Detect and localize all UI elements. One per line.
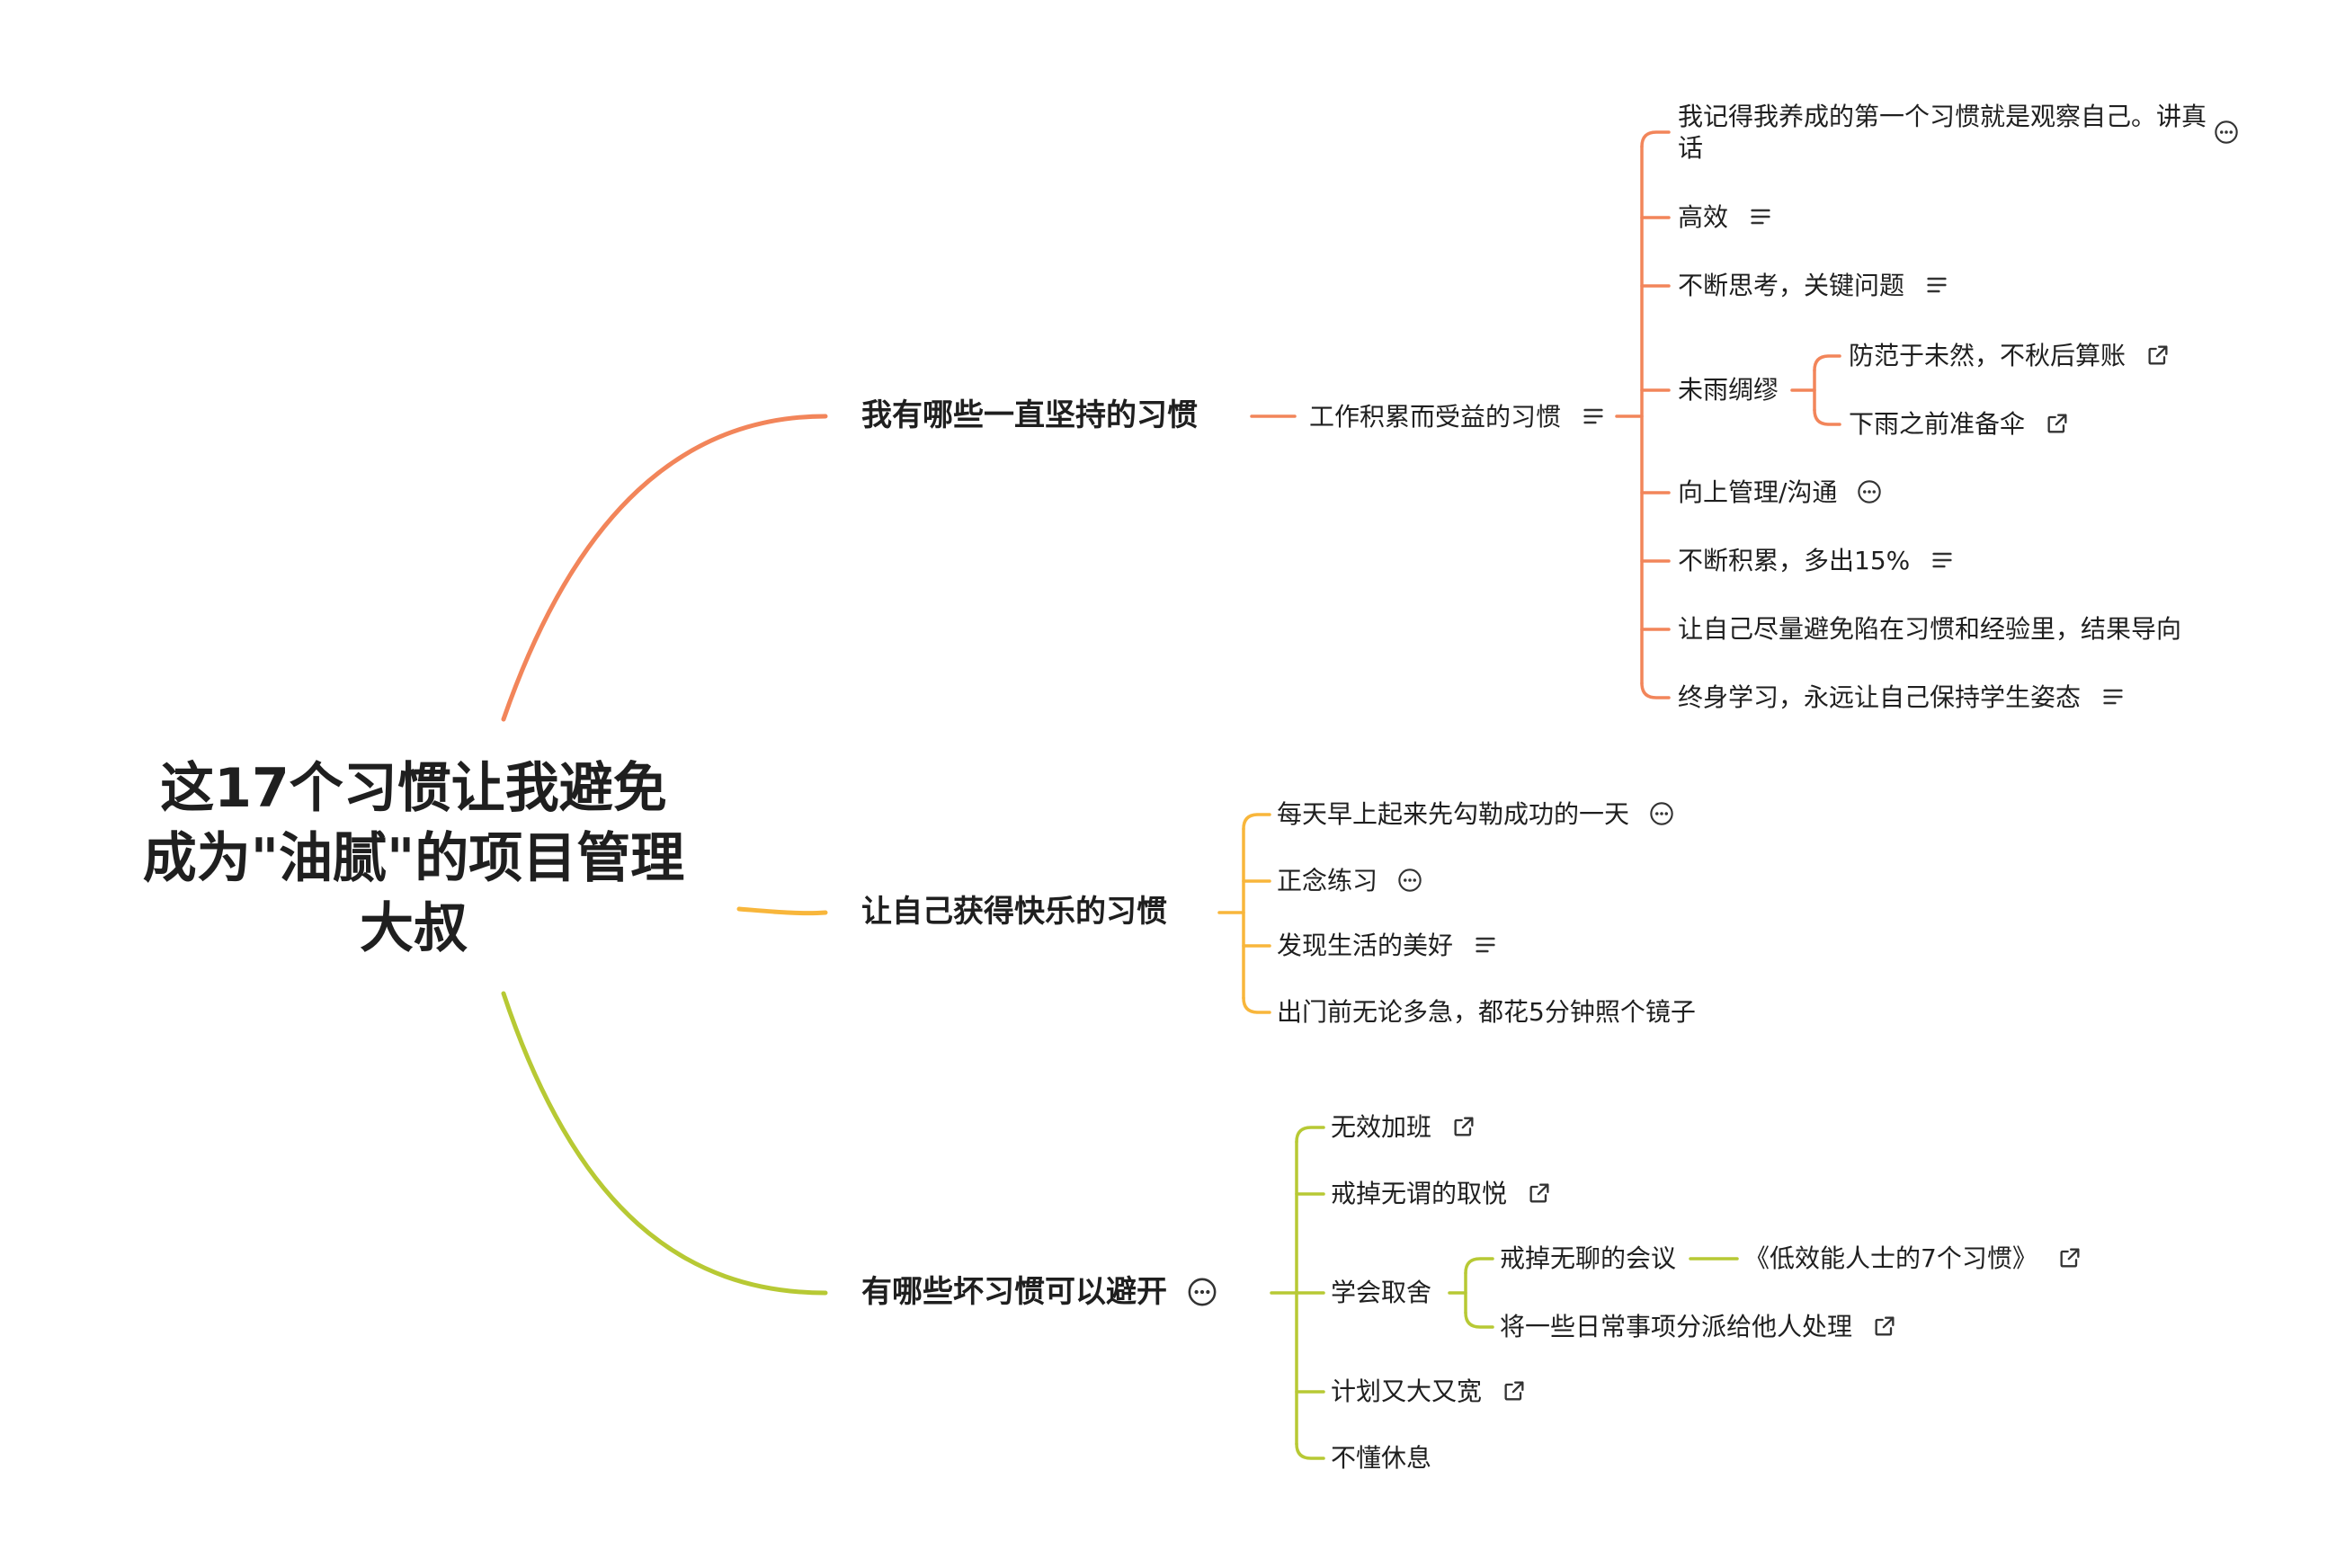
branch1-subitem-prevent-label: 防范于未然，不秋后算账 [1849,341,2127,370]
branch3-item-tradeoff[interactable]: 学会取舍 [1331,1277,1431,1308]
root-title: 这17个习惯让我避免成为"油腻"的项目管理大叔 [142,757,685,960]
external-link-icon[interactable] [2045,411,2070,436]
branch2-item-beauty-label: 发现生活的美好 [1277,931,1454,960]
branch1-item-lifelong[interactable]: 终身学习，永远让自己保持学生姿态 [1678,682,2126,713]
branch1-connectors [1250,130,1841,699]
external-link-icon[interactable] [1451,1114,1476,1139]
external-link-icon[interactable] [2057,1245,2082,1270]
branch3-item-pleasing[interactable]: 戒掉无谓的取悦 [1331,1178,1552,1209]
branch3-item-rest[interactable]: 不懂休息 [1331,1442,1431,1474]
external-link-icon[interactable] [1502,1378,1527,1403]
branch1-topic[interactable]: 我有哪些一直坚持的习惯 [861,396,1198,435]
branch2-item-morning[interactable]: 每天早上起来先勾勒成功的一天 [1277,798,1674,830]
connector-root-branch3 [501,991,828,1296]
branch1-item-efficient[interactable]: 高效 [1678,201,1773,233]
branch3-label: 有哪些坏习惯可以避开 [861,1274,1167,1310]
branch3-subitem-meetings[interactable]: 戒掉无聊的会议 [1500,1243,1676,1274]
branch3-item-overtime-label: 无效加班 [1331,1112,1432,1142]
notes-icon[interactable] [1473,932,1498,958]
branch3-item-plan[interactable]: 计划又大又宽 [1331,1376,1527,1407]
external-link-icon[interactable] [1872,1314,1897,1339]
branch1-subitem-umbrella-label: 下雨之前准备伞 [1849,409,2026,439]
branch1-item-manage-up-label: 向上管理/沟通 [1678,477,1838,507]
branch1-item-manage-up[interactable]: 向上管理/沟通 [1678,477,1882,508]
branch2-item-mindfulness-label: 正念练习 [1277,866,1378,895]
branch1-item-accumulate-label: 不断积累，多出15% [1678,546,1911,575]
branch1-child-topic[interactable]: 工作积累而受益的习惯 [1309,401,1606,432]
connector-root-branch2 [736,906,828,916]
root-topic[interactable]: 这17个习惯让我避免成为"油腻"的项目管理大叔 [135,753,692,964]
branch3-connectors [1270,1126,1739,1460]
branch3-subitem-delegate[interactable]: 将一些日常事项分派给他人处理 [1500,1311,1897,1342]
branch3-item-overtime[interactable]: 无效加班 [1331,1111,1476,1143]
branch1-item-lifelong-label: 终身学习，永远让自己保持学生姿态 [1678,682,2082,712]
branch2-item-mirror[interactable]: 出门前无论多急，都花5分钟照个镜子 [1277,996,1696,1028]
branch2-label: 让自己获得快乐的习惯 [861,894,1167,930]
branch1-item-observe[interactable]: 我记得我养成的第一个习惯就是观察自己。讲真话 [1678,101,2217,164]
more-icon[interactable] [1397,868,1422,893]
branch3-topic[interactable]: 有哪些坏习惯可以避开 [861,1273,1217,1312]
branch1-item-efficient-label: 高效 [1678,202,1729,232]
branch1-item-accumulate[interactable]: 不断积累，多出15% [1678,545,1955,576]
external-link-icon[interactable] [1527,1180,1552,1206]
notes-icon[interactable] [1924,272,1949,298]
connector-root-branch1 [501,414,828,722]
branch1-item-observe-label: 我记得我养成的第一个习惯就是观察自己。讲真话 [1678,102,2207,163]
branch1-item-prepare[interactable]: 未雨绸缪 [1678,374,1779,405]
branch3-item-rest-label: 不懂休息 [1331,1443,1432,1473]
branch1-item-results[interactable]: 让自己尽量避免陷在习惯和经验里，结果导向 [1678,613,2181,645]
branch3-item-plan-label: 计划又大又宽 [1331,1376,1483,1406]
branch1-item-results-label: 让自己尽量避免陷在习惯和经验里，结果导向 [1678,614,2182,644]
branch3-subsubitem-book-label: 《低效能人士的7个习惯》 [1744,1243,2037,1273]
branch2-connectors [1217,813,1271,1014]
branch3-item-tradeoff-label: 学会取舍 [1331,1278,1432,1307]
branch2-topic[interactable]: 让自己获得快乐的习惯 [861,893,1167,931]
branch2-item-beauty[interactable]: 发现生活的美好 [1277,930,1498,961]
branch3-item-pleasing-label: 戒掉无谓的取悦 [1331,1179,1508,1208]
notes-icon[interactable] [2100,684,2126,709]
branch3-subitem-delegate-label: 将一些日常事项分派给他人处理 [1500,1312,1853,1341]
branch1-label: 我有哪些一直坚持的习惯 [861,397,1198,433]
branch3-subsubitem-book[interactable]: 《低效能人士的7个习惯》 [1744,1243,2082,1274]
branch1-item-thinking[interactable]: 不断思考，关键问题 [1678,270,1949,301]
notes-icon[interactable] [1930,548,1955,573]
branch2-item-morning-label: 每天早上起来先勾勒成功的一天 [1277,799,1630,829]
notes-icon[interactable] [1748,204,1773,229]
more-icon[interactable] [1187,1277,1217,1307]
more-icon[interactable] [1857,479,1882,504]
branch3-subitem-meetings-label: 戒掉无聊的会议 [1500,1243,1677,1273]
branch1-child-label: 工作积累而受益的习惯 [1309,402,1562,432]
branch1-item-thinking-label: 不断思考，关键问题 [1678,271,1905,300]
branch1-subitem-prevent[interactable]: 防范于未然，不秋后算账 [1849,340,2171,371]
branch1-subitem-umbrella[interactable]: 下雨之前准备伞 [1849,408,2070,440]
branch2-item-mindfulness[interactable]: 正念练习 [1277,865,1422,896]
branch1-item-prepare-label: 未雨绸缪 [1678,375,1779,405]
notes-icon[interactable] [1581,404,1606,429]
external-link-icon[interactable] [2145,343,2171,368]
more-icon[interactable] [2214,120,2239,145]
more-icon[interactable] [1649,801,1674,826]
branch2-item-mirror-label: 出门前无论多急，都花5分钟照个镜子 [1277,997,1696,1027]
